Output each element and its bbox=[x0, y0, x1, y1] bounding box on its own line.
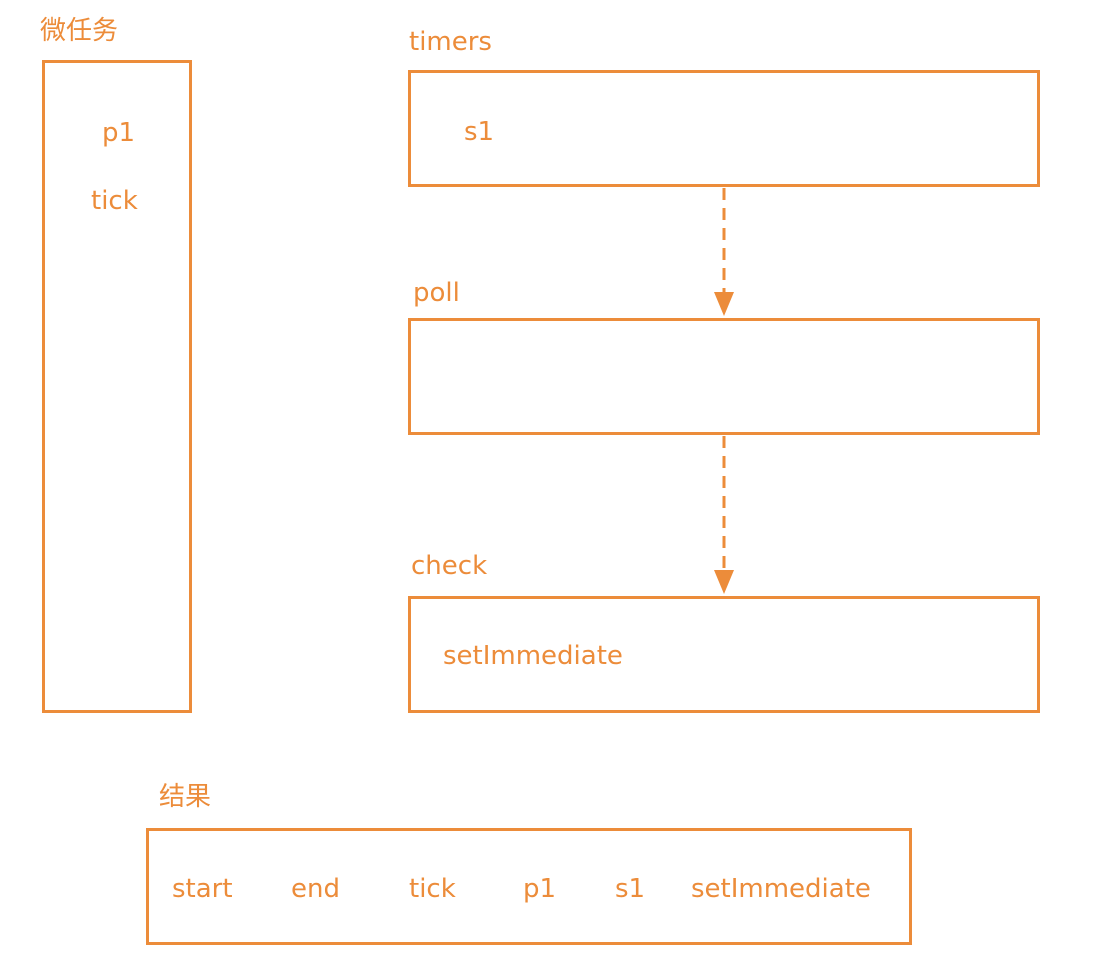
result-item: tick bbox=[409, 874, 456, 904]
check-phase-box: setImmediate bbox=[408, 596, 1040, 713]
arrow-timers-to-poll bbox=[714, 188, 734, 316]
timers-item: s1 bbox=[464, 117, 495, 147]
timers-phase-box: s1 bbox=[408, 70, 1040, 187]
microtask-queue-box: p1 tick bbox=[42, 60, 192, 713]
microtask-item: tick bbox=[91, 186, 138, 216]
arrow-poll-to-check bbox=[714, 436, 734, 594]
result-item: end bbox=[291, 874, 340, 904]
arrowhead-icon bbox=[714, 570, 734, 594]
result-box: start end tick p1 s1 setImmediate bbox=[146, 828, 912, 945]
microtask-title: 微任务 bbox=[40, 16, 119, 46]
result-item: s1 bbox=[615, 874, 646, 904]
result-title: 结果 bbox=[159, 782, 212, 812]
microtask-item: p1 bbox=[102, 118, 136, 148]
timers-title: timers bbox=[409, 27, 492, 57]
check-item: setImmediate bbox=[443, 641, 623, 671]
check-title: check bbox=[411, 551, 488, 581]
result-item: p1 bbox=[523, 874, 557, 904]
result-item: setImmediate bbox=[691, 874, 871, 904]
poll-title: poll bbox=[413, 278, 460, 308]
poll-phase-box bbox=[408, 318, 1040, 435]
arrowhead-icon bbox=[714, 292, 734, 316]
result-item: start bbox=[172, 874, 233, 904]
